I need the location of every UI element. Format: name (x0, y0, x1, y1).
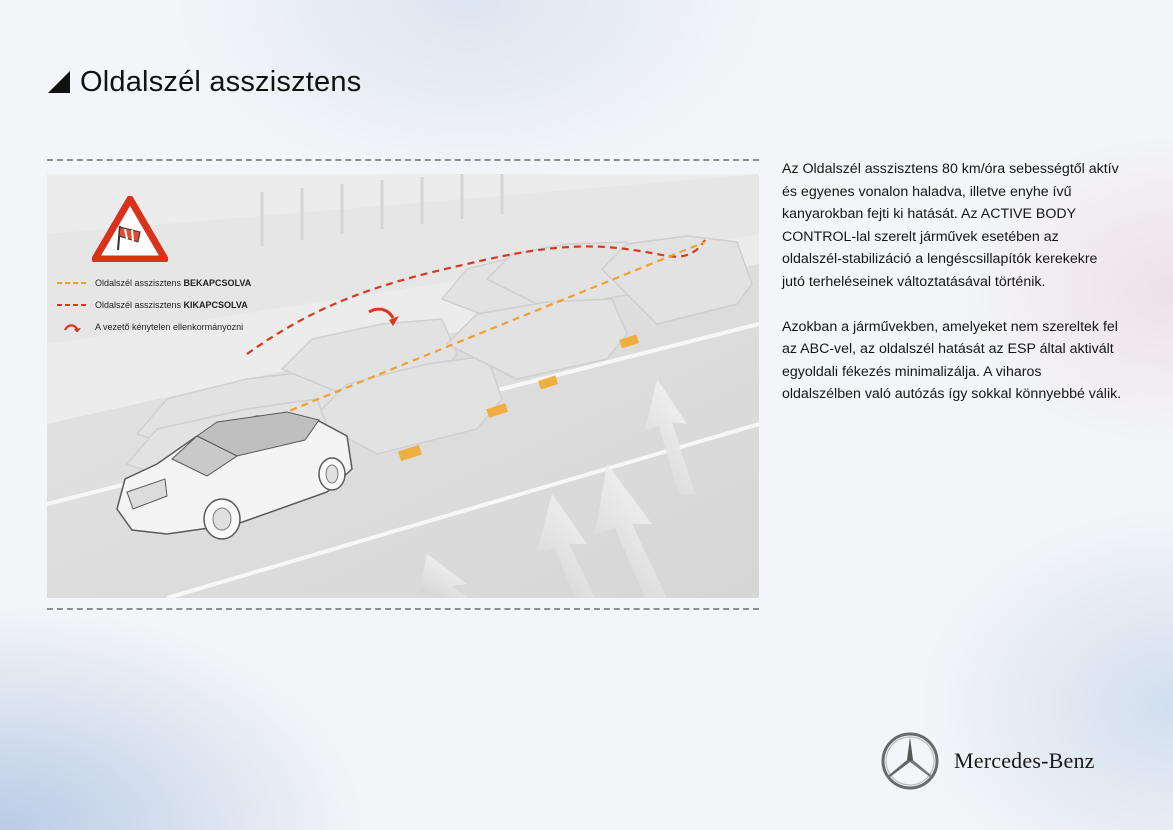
brand-name: Mercedes-Benz (954, 748, 1095, 773)
legend-label-countersteer: A vezető kénytelen ellenkormányozni (95, 322, 244, 332)
illustration-legend: Oldalszél asszisztens BEKAPCSOLVA Oldals… (57, 274, 257, 340)
brand-logo: Mercedes-Benz (880, 731, 1095, 791)
countersteer-arrow (368, 307, 395, 319)
crosswind-illustration: Oldalszél asszisztens BEKAPCSOLVA Oldals… (47, 174, 759, 598)
main-car (116, 411, 353, 540)
crosswind-warning-sign-icon (92, 196, 168, 262)
mercedes-star-icon (881, 732, 939, 790)
red-curved-arrow-icon (64, 324, 81, 332)
road-scene (47, 174, 759, 598)
barrier-posts (260, 174, 504, 246)
off-path-line (246, 239, 706, 355)
page-title-text: Oldalszél asszisztens (80, 65, 362, 98)
legend-item-on: Oldalszél asszisztens BEKAPCSOLVA (57, 274, 257, 292)
paragraph-2: Azokban a járművekben, amelyeket nem sze… (782, 318, 1122, 403)
on-path-line (256, 240, 706, 426)
bottom-dashed-divider (47, 608, 759, 610)
legend-item-countersteer: A vezető kénytelen ellenkormányozni (57, 318, 257, 336)
legend-label-off: Oldalszél asszisztens KIKAPCSOLVA (95, 300, 248, 310)
legend-label-on: Oldalszél asszisztens BEKAPCSOLVA (95, 278, 252, 288)
brake-glow (397, 334, 640, 462)
legend-item-off: Oldalszél asszisztens KIKAPCSOLVA (57, 296, 257, 314)
paragraph-1: Az Oldalszél asszisztens 80 km/óra sebes… (782, 161, 1119, 290)
dashed-orange-line-icon (57, 282, 89, 284)
page-title: Oldalszél asszisztens (48, 62, 361, 102)
dashed-red-line-icon (57, 304, 89, 306)
wind-arrows (419, 379, 695, 598)
title-triangle-icon (48, 71, 70, 93)
top-dashed-divider (47, 159, 759, 161)
description-text: Az Oldalszél asszisztens 80 km/óra sebes… (782, 158, 1122, 428)
